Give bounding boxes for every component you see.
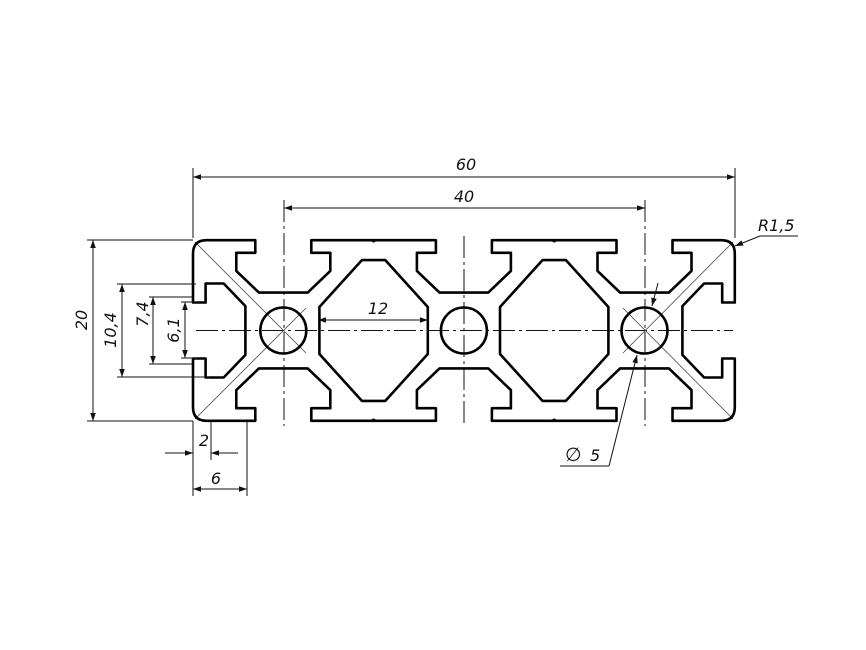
- centerlines: [196, 200, 733, 426]
- dimension-6-1: 6,1: [164, 301, 198, 359]
- joint-notch: [370, 418, 377, 422]
- dimension-40: 40: [284, 187, 645, 211]
- diameter-label: 5: [590, 446, 600, 465]
- dimension-6-label: 6: [211, 469, 221, 488]
- dimension-10-4-label: 10,4: [101, 312, 120, 348]
- dimension-7-4: 7,4: [133, 296, 193, 365]
- center-hole: [620, 306, 669, 355]
- dimension-60: 60: [192, 155, 736, 238]
- dimension-10-4: 10,4: [101, 283, 210, 378]
- dimension-20: 20: [72, 239, 193, 422]
- joint-notch: [551, 418, 558, 422]
- dimension-12-label: 12: [368, 299, 388, 318]
- dimension-60-label: 60: [456, 155, 476, 174]
- construction-diagonals: [194, 241, 734, 420]
- dimension-7-4-label: 7,4: [133, 301, 152, 326]
- profile-outline: [191, 238, 737, 423]
- joint-notch: [551, 239, 558, 243]
- joint-notch: [370, 239, 377, 243]
- dimension-radius: R1,5: [734, 216, 798, 247]
- dimension-40-label: 40: [454, 187, 474, 206]
- dimension-diameter: ∅ 5: [560, 282, 659, 467]
- center-hole: [439, 306, 489, 355]
- dimension-20-label: 20: [72, 310, 91, 330]
- dimension-12: 12: [318, 299, 428, 323]
- radius-label: R1,5: [758, 216, 795, 235]
- cavity-octagon: [498, 258, 610, 403]
- diameter-symbol: ∅: [565, 444, 582, 466]
- dimension-2: 2: [165, 421, 238, 496]
- dimension-6-1-label: 6,1: [164, 317, 183, 342]
- dimension-6: 6: [193, 421, 248, 496]
- center-hole: [258, 306, 308, 355]
- dimension-2-label: 2: [199, 431, 209, 450]
